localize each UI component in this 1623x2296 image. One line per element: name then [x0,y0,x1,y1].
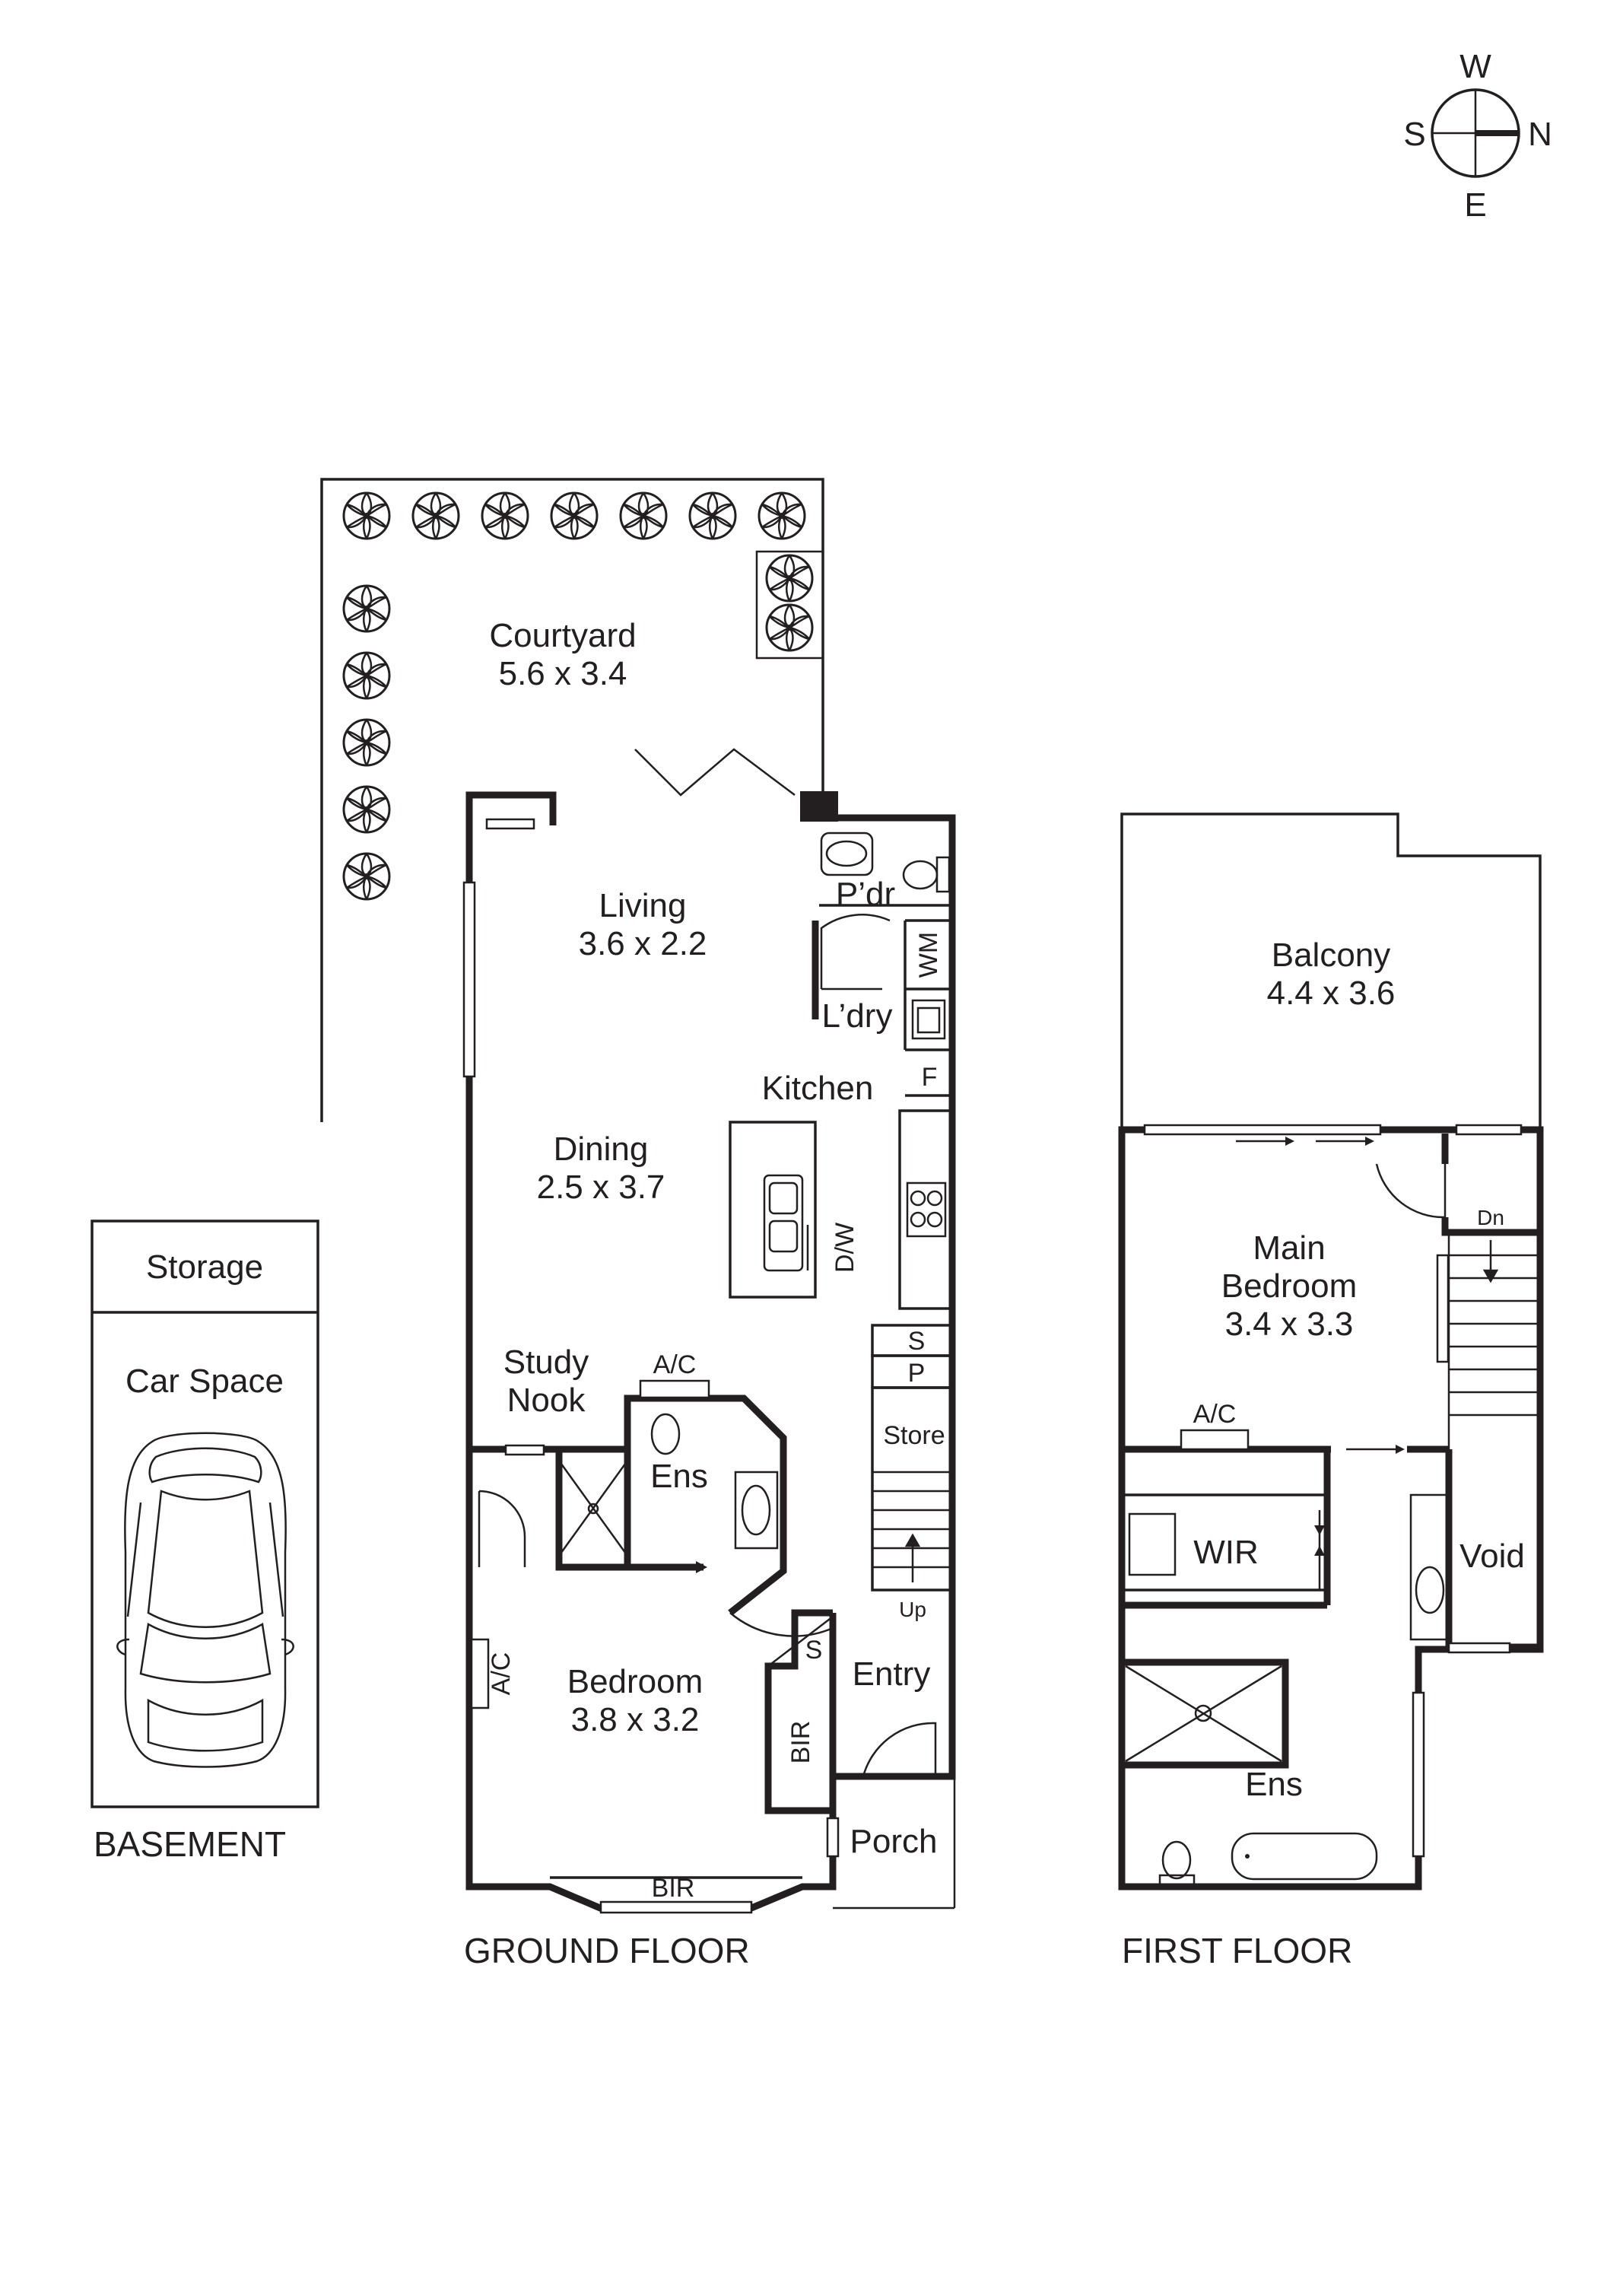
compass-north: N [1528,116,1552,153]
up-label: Up [899,1598,926,1621]
storage-label: Storage [146,1248,263,1286]
shelf-s-label: S [908,1327,926,1356]
wir-label: WIR [1193,1534,1259,1571]
courtyard-shrubs [342,491,814,901]
compass: W E S N [1403,48,1552,224]
balcony-label: Balcony [1272,937,1391,974]
ensuite-label: Ens [650,1458,708,1495]
compass-west: W [1459,48,1491,85]
bir-bay-label: BIR [652,1874,695,1903]
kitchen-label: Kitchen [762,1070,874,1107]
basement-plan: Storage Car Space BASEMENT [91,1220,319,1864]
living-size: 3.6 x 2.2 [579,925,707,962]
pantry-label: P [908,1359,926,1388]
first-floor-title: FIRST FLOOR [1122,1931,1352,1970]
entry-s-label: S [805,1636,823,1665]
fridge-label: F [922,1063,938,1092]
first-ensuite-label: Ens [1245,1766,1303,1803]
bedroom-size: 3.8 x 3.2 [571,1701,700,1738]
dishwasher-label: D/W [831,1223,859,1273]
car-icon [116,1432,294,1768]
main-bedroom-label-1: Main [1253,1229,1325,1267]
courtyard-size: 5.6 x 3.4 [499,655,627,692]
basement-title: BASEMENT [94,1824,286,1864]
balcony-size: 4.4 x 3.6 [1267,975,1396,1012]
courtyard-outline [320,478,824,1122]
ac-first-label: A/C [1193,1400,1237,1429]
laundry-label: L’dry [822,997,893,1035]
dn-label: Dn [1477,1206,1504,1229]
balcony-outline [1120,813,1542,1130]
entry-label: Entry [853,1655,931,1693]
first-stairs [1447,1232,1540,1449]
bir-side-label: BIR [786,1721,815,1764]
main-bedroom-label-2: Bedroom [1221,1267,1358,1305]
porch-label: Porch [850,1823,938,1860]
store-label: Store [883,1421,945,1450]
ac-ens-label: A/C [653,1350,697,1379]
main-bedroom-size: 3.4 x 3.3 [1225,1305,1354,1343]
compass-south: S [1403,116,1425,153]
car-space-label: Car Space [125,1363,284,1400]
ground-floor-plan: P’dr L’dry WM F D/W S P Store [320,478,956,1970]
first-floor-plan: Dn A/C Balcony 4.4 x 3.6 Main Bedroom 3. [1118,813,1544,1970]
ground-stairs [872,1471,952,1582]
ac-bedroom-label: A/C [487,1652,516,1696]
living-label: Living [599,887,687,924]
powder-room-label: P’dr [836,876,895,913]
study-nook-label-2: Nook [507,1382,586,1419]
ground-floor-title: GROUND FLOOR [464,1931,750,1970]
compass-east: E [1464,186,1486,224]
study-nook-label-1: Study [503,1344,589,1381]
dining-size: 2.5 x 3.7 [537,1169,665,1206]
bedroom-label: Bedroom [567,1663,704,1700]
dining-label: Dining [554,1131,649,1168]
courtyard-label: Courtyard [489,617,636,654]
first-outer-walls [1118,1126,1544,1891]
wm-label: WM [914,932,943,978]
void-label: Void [1459,1538,1525,1575]
